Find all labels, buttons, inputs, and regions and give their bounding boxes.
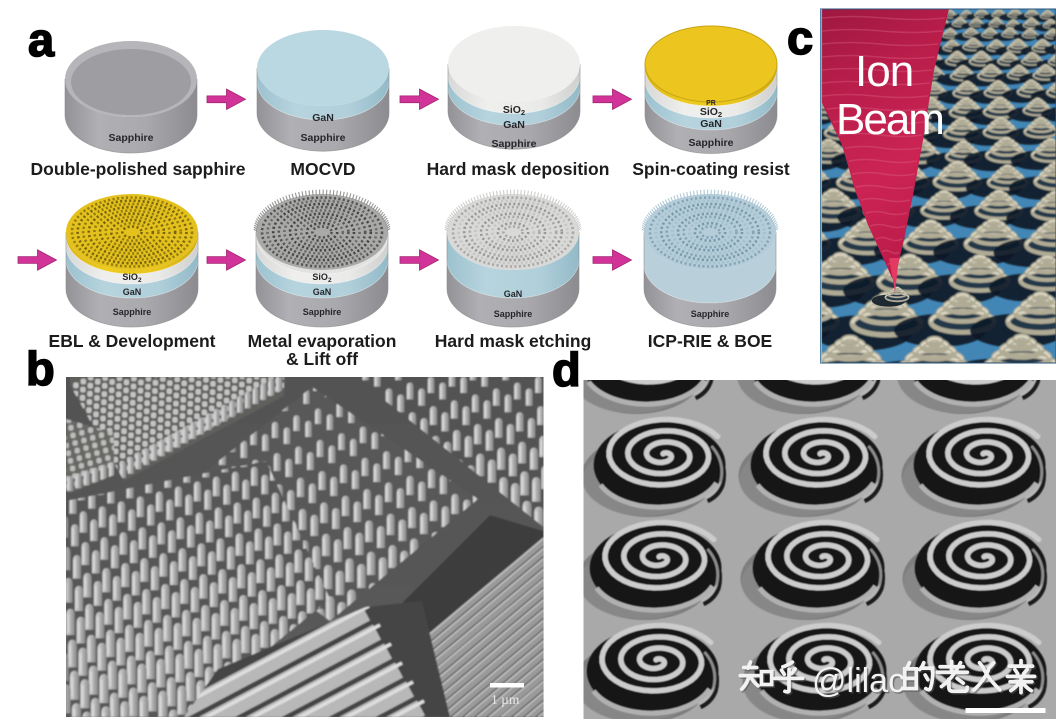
svg-text:Hard mask deposition: Hard mask deposition (427, 159, 610, 179)
svg-text:@lilac: @lilac (814, 664, 907, 702)
svg-text:EBL & Development: EBL & Development (49, 331, 216, 351)
svg-text:Hard mask etching: Hard mask etching (435, 331, 592, 351)
svg-text:@lilac: @lilac (812, 662, 905, 700)
svg-text:Ion: Ion (855, 47, 913, 96)
svg-text:GaN: GaN (123, 287, 142, 297)
svg-text:c: c (787, 11, 813, 64)
svg-text:Sapphire: Sapphire (301, 132, 346, 144)
svg-text:Sapphire: Sapphire (303, 307, 342, 317)
svg-text:GaN: GaN (700, 118, 722, 130)
svg-text:Sapphire: Sapphire (494, 309, 533, 319)
svg-text:GaN: GaN (312, 112, 334, 124)
svg-text:Sapphire: Sapphire (691, 309, 730, 319)
svg-text:SiO2: SiO2 (700, 106, 722, 119)
svg-text:Beam: Beam (836, 95, 943, 144)
svg-text:a: a (28, 13, 55, 66)
svg-text:GaN: GaN (504, 289, 523, 299)
svg-text:Metal evaporation: Metal evaporation (248, 331, 397, 351)
svg-text:Sapphire: Sapphire (113, 307, 152, 317)
svg-text:GaN: GaN (503, 119, 525, 131)
svg-text:Sapphire: Sapphire (492, 138, 537, 150)
svg-text:& Lift off: & Lift off (286, 349, 358, 369)
svg-text:Spin-coating resist: Spin-coating resist (632, 159, 790, 179)
svg-text:b: b (26, 342, 55, 395)
svg-text:d: d (552, 343, 581, 396)
svg-text:Sapphire: Sapphire (109, 132, 154, 144)
svg-text:SiO2: SiO2 (312, 272, 332, 284)
svg-text:GaN: GaN (313, 287, 332, 297)
svg-text:PR: PR (706, 100, 716, 107)
svg-text:ICP-RIE & BOE: ICP-RIE & BOE (648, 331, 772, 351)
svg-text:Double-polished sapphire: Double-polished sapphire (31, 159, 246, 179)
svg-text:MOCVD: MOCVD (290, 159, 355, 179)
svg-text:SiO2: SiO2 (122, 272, 142, 284)
svg-text:1 µm: 1 µm (491, 692, 520, 707)
svg-text:SiO2: SiO2 (503, 104, 525, 117)
svg-text:Sapphire: Sapphire (689, 137, 734, 149)
